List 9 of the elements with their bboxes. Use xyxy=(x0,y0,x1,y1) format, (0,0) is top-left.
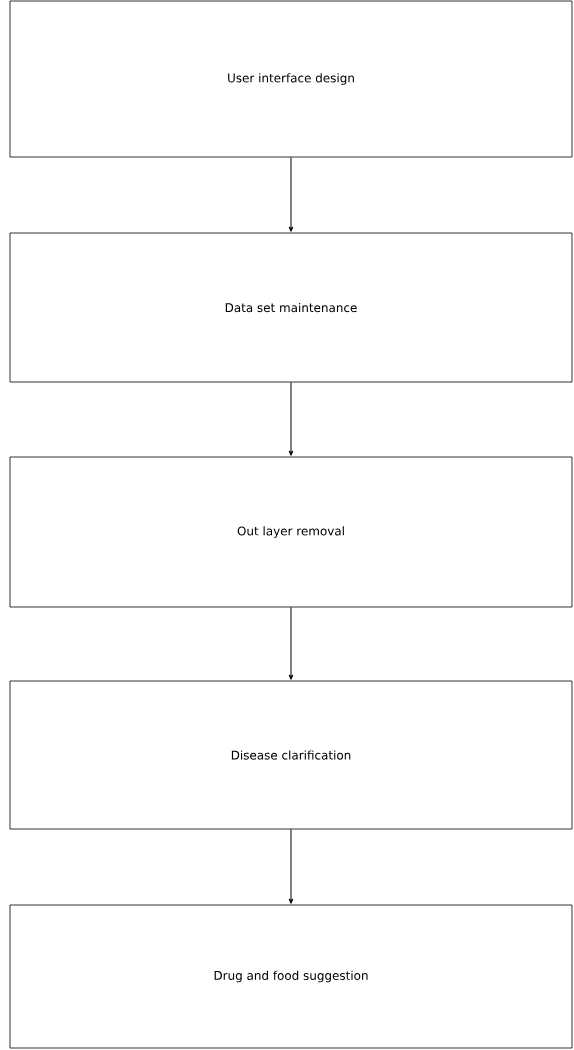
process-box: Out layer removal xyxy=(9,456,573,608)
arrow xyxy=(288,828,294,904)
arrow xyxy=(288,381,294,456)
process-box: Data set maintenance xyxy=(9,232,573,383)
process-box: Drug and food suggestion xyxy=(9,904,573,1049)
arrow xyxy=(288,156,294,232)
process-box: User interface design xyxy=(9,0,573,158)
arrow xyxy=(288,606,294,680)
process-box: Disease clarification xyxy=(9,680,573,830)
